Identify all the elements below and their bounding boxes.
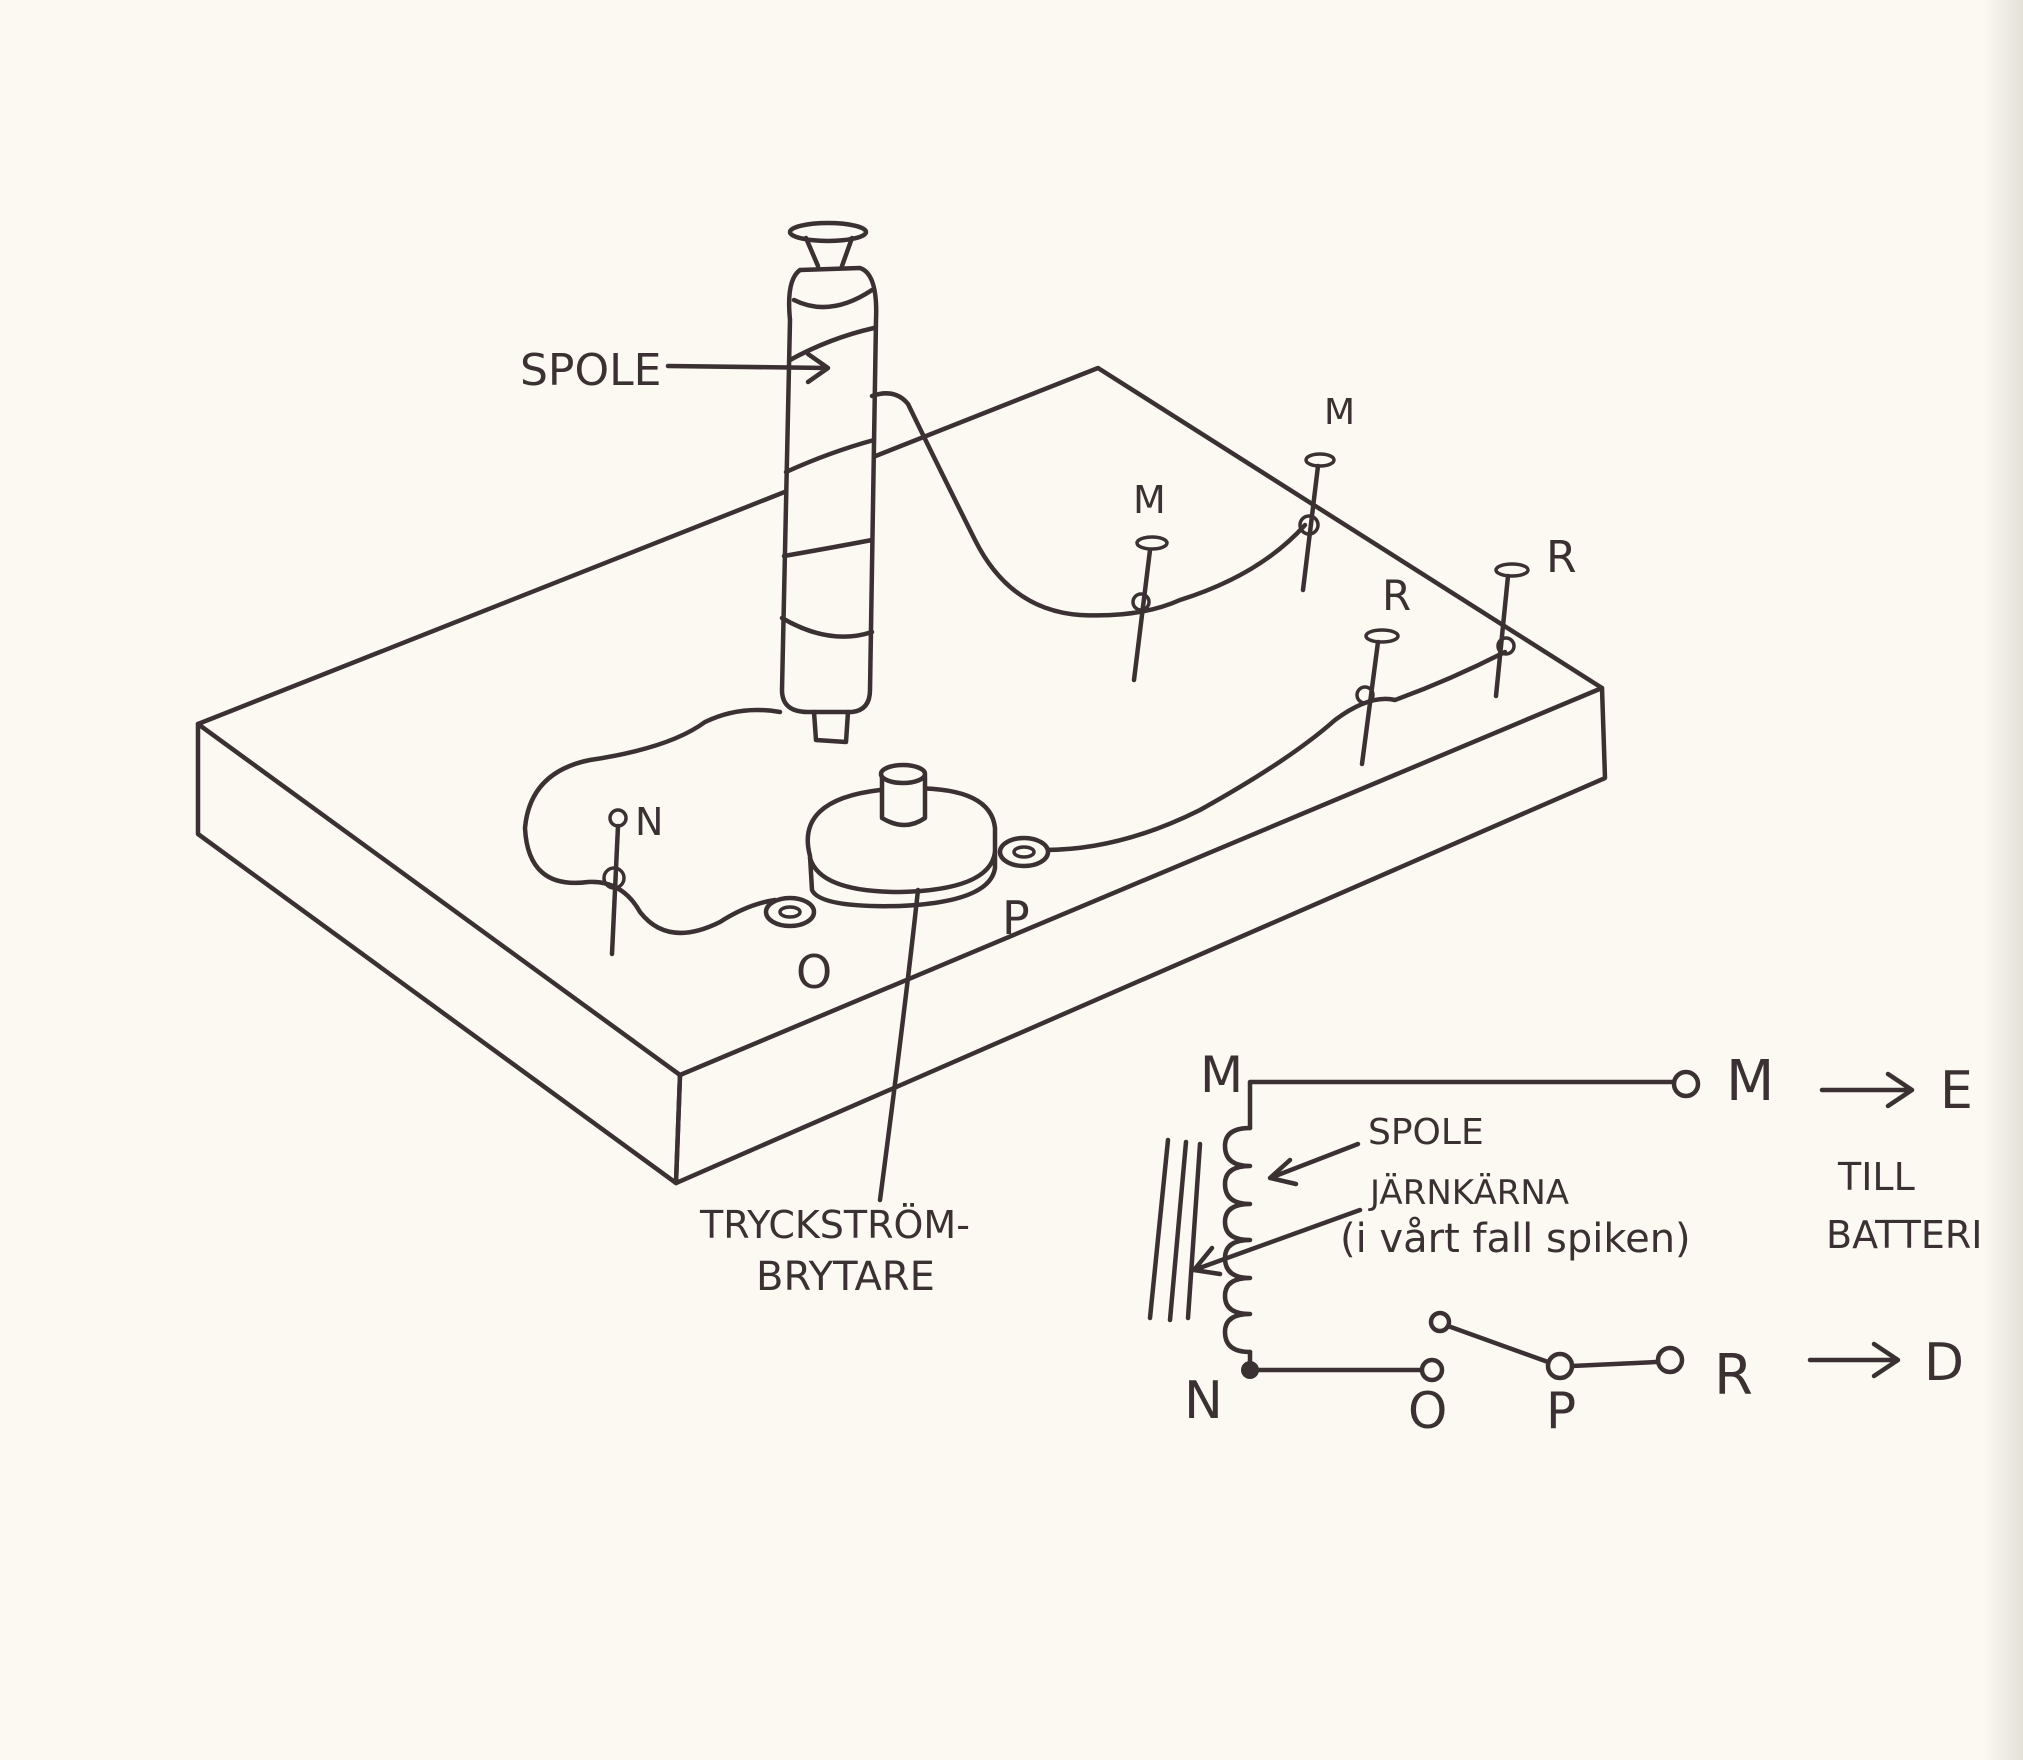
sch-label-till: TILL	[1837, 1155, 1915, 1199]
sch-label-d: D	[1924, 1333, 1964, 1393]
label-o: O	[796, 945, 832, 999]
label-m-left: M	[1133, 478, 1166, 522]
sch-label-e: E	[1940, 1061, 1973, 1121]
label-switch-line1: TRYCKSTRÖM-	[699, 1203, 970, 1247]
sch-label-n: N	[1184, 1371, 1223, 1431]
terminal-posts	[602, 452, 1530, 957]
push-switch	[763, 762, 1051, 1203]
label-p: P	[1002, 891, 1030, 945]
label-r-left: R	[1382, 571, 1411, 620]
perspective-labels: SPOLE M M R R N O P TRYCKSTRÖM- BRYTARE	[520, 345, 1577, 1300]
terminal-o	[1419, 1357, 1445, 1383]
label-r-right: R	[1546, 532, 1577, 583]
sch-label-spole: SPOLE	[1368, 1112, 1484, 1153]
switch-pivot	[1428, 1310, 1452, 1334]
sch-label-r: R	[1714, 1343, 1753, 1408]
sch-label-p: P	[1546, 1382, 1576, 1440]
sch-label-m-right: M	[1726, 1049, 1774, 1114]
label-switch-line2: BRYTARE	[756, 1254, 935, 1300]
page-edge-shadow	[1983, 0, 2023, 1760]
wiring	[522, 391, 1508, 936]
sch-label-batteri: BATTERI	[1826, 1213, 1983, 1257]
terminal-p	[1545, 1351, 1575, 1381]
spole-arrow	[665, 351, 831, 385]
label-n: N	[635, 800, 663, 844]
sch-label-o: O	[1408, 1382, 1447, 1440]
terminal-m	[1671, 1069, 1701, 1099]
sch-label-core1: JÄRNKÄRNA	[1368, 1173, 1569, 1213]
schematic-labels: M M E SPOLE JÄRNKÄRNA (i vårt fall spike…	[1184, 1046, 1983, 1440]
label-m-right: M	[1324, 392, 1355, 433]
coil	[779, 220, 879, 745]
sch-label-m-left: M	[1200, 1046, 1243, 1104]
label-spole: SPOLE	[520, 345, 661, 396]
terminal-r	[1655, 1345, 1685, 1375]
schematic	[1147, 1069, 1915, 1383]
sch-label-core2: (i vårt fall spiken)	[1340, 1216, 1691, 1262]
